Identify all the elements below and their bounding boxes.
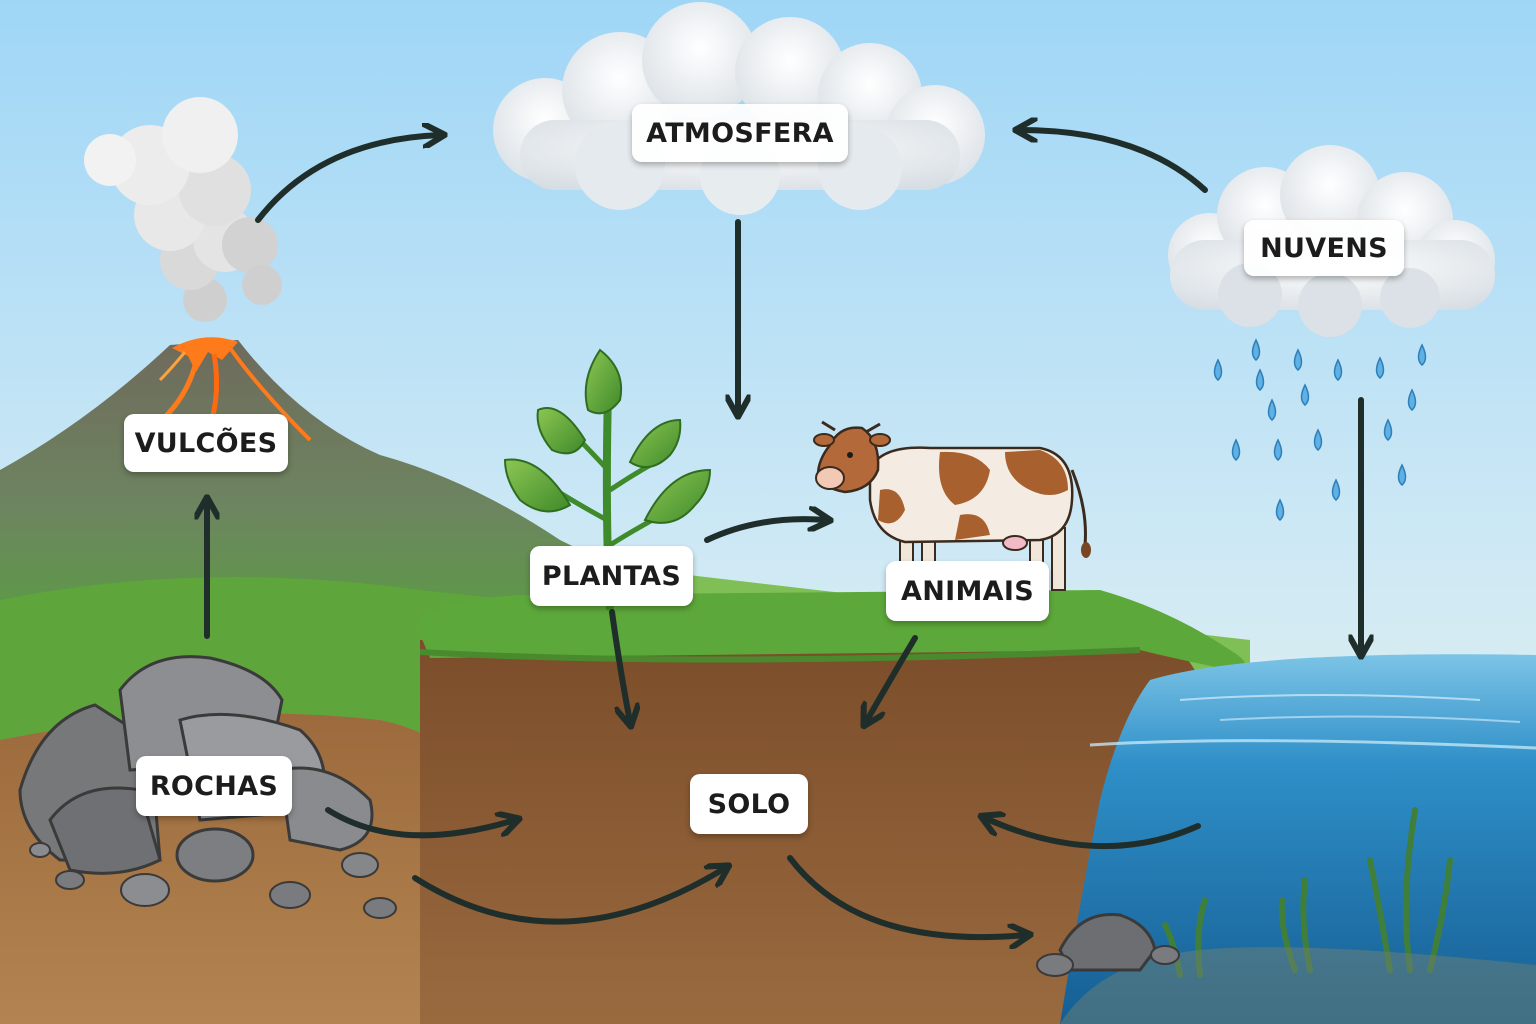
arrow-clouds-atmosphere [1020,130,1208,193]
arrow-plants-animals [704,519,826,543]
arrow-water-soil [985,818,1201,850]
label-atmosfera: ATMOSFERA [632,104,848,162]
cow-icon [813,420,1091,593]
plant-icon [503,348,712,611]
arrow-plants-soil [609,609,630,722]
rain-icon [1213,338,1427,521]
arrow-rocks-soil [325,807,515,839]
label-vulcoes: VULCÕES [124,414,288,472]
arrow-volcano-atmosphere [255,135,440,223]
arrows [207,130,1361,937]
arrow-animals-soil [866,635,918,722]
label-plantas: PLANTAS [530,546,693,606]
smoke-icon [84,97,282,322]
label-rochas: ROCHAS [136,756,292,816]
shore-rocks [1036,912,1180,977]
water-icon [1060,654,1536,1024]
label-nuvens: NUVENS [1244,220,1404,276]
arrow-soil-shore [787,855,1026,937]
arrow-rocks-soil-lower [412,868,725,925]
label-animais: ANIMAIS [886,561,1049,621]
label-solo: SOLO [690,774,808,834]
